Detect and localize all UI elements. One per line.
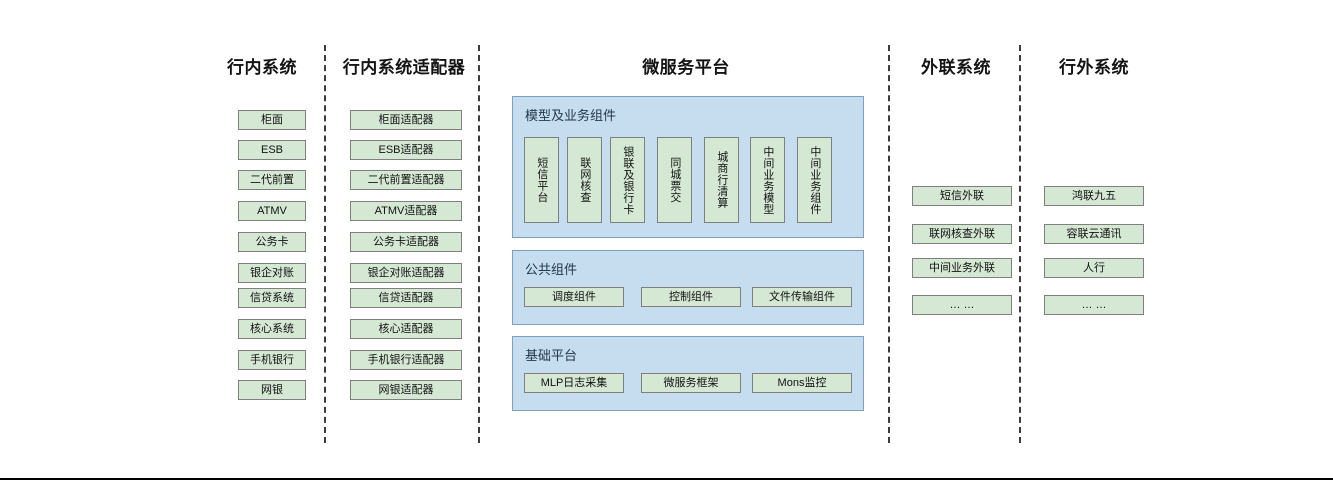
node-model-component[interactable]: 同城票交: [657, 137, 692, 223]
node-internal-adapter[interactable]: 手机银行适配器: [350, 350, 462, 370]
node-internal-system[interactable]: 二代前置: [238, 170, 306, 190]
column-divider-3: [888, 45, 890, 443]
node-model-component[interactable]: 城商行清算: [704, 137, 739, 223]
node-internal-adapter[interactable]: 网银适配器: [350, 380, 462, 400]
column-title-outside-bank: 行外系统: [1059, 58, 1129, 77]
node-public-component[interactable]: 调度组件: [524, 287, 624, 307]
node-external-liaison[interactable]: … …: [912, 295, 1012, 315]
node-internal-adapter[interactable]: 二代前置适配器: [350, 170, 462, 190]
node-model-component[interactable]: 中间业务模型: [750, 137, 785, 223]
node-outside-bank[interactable]: 鸿联九五: [1044, 186, 1144, 206]
page-bottom-rule: [0, 478, 1333, 480]
node-base-platform-component[interactable]: Mons监控: [752, 373, 852, 393]
node-model-component[interactable]: 中间业务组件: [797, 137, 832, 223]
node-model-component[interactable]: 银联及银行卡: [610, 137, 645, 223]
band-label-model-business-components: 模型及业务组件: [525, 108, 617, 123]
column-title-microservice-platform: 微服务平台: [642, 58, 730, 77]
node-outside-bank[interactable]: … …: [1044, 295, 1144, 315]
node-internal-system[interactable]: ATMV: [238, 201, 306, 221]
column-divider-1: [324, 45, 326, 443]
band-label-base-platform: 基础平台: [525, 348, 578, 363]
node-external-liaison[interactable]: 短信外联: [912, 186, 1012, 206]
column-title-internal-adapters: 行内系统适配器: [342, 58, 466, 77]
node-internal-adapter[interactable]: 银企对账适配器: [350, 263, 462, 283]
node-outside-bank[interactable]: 人行: [1044, 258, 1144, 278]
node-internal-system[interactable]: 网银: [238, 380, 306, 400]
column-title-internal-systems: 行内系统: [227, 58, 297, 77]
band-label-public-components: 公共组件: [525, 262, 578, 277]
node-external-liaison[interactable]: 联网核查外联: [912, 224, 1012, 244]
node-model-component[interactable]: 联网核查: [567, 137, 602, 223]
node-internal-system[interactable]: 核心系统: [238, 319, 306, 339]
node-internal-system[interactable]: ESB: [238, 140, 306, 160]
node-internal-adapter[interactable]: ATMV适配器: [350, 201, 462, 221]
column-title-external-liaison: 外联系统: [921, 58, 991, 77]
node-internal-system[interactable]: 手机银行: [238, 350, 306, 370]
node-outside-bank[interactable]: 容联云通讯: [1044, 224, 1144, 244]
node-internal-system[interactable]: 银企对账: [238, 263, 306, 283]
node-public-component[interactable]: 文件传输组件: [752, 287, 852, 307]
node-internal-adapter[interactable]: ESB适配器: [350, 140, 462, 160]
node-internal-adapter[interactable]: 信贷适配器: [350, 288, 462, 308]
column-divider-2: [478, 45, 480, 443]
node-internal-system[interactable]: 信贷系统: [238, 288, 306, 308]
node-public-component[interactable]: 控制组件: [641, 287, 741, 307]
node-base-platform-component[interactable]: 微服务框架: [641, 373, 741, 393]
node-internal-adapter[interactable]: 公务卡适配器: [350, 232, 462, 252]
node-internal-system[interactable]: 柜面: [238, 110, 306, 130]
node-internal-adapter[interactable]: 柜面适配器: [350, 110, 462, 130]
node-internal-system[interactable]: 公务卡: [238, 232, 306, 252]
column-divider-4: [1019, 45, 1021, 443]
node-external-liaison[interactable]: 中间业务外联: [912, 258, 1012, 278]
node-model-component[interactable]: 短信平台: [524, 137, 559, 223]
node-internal-adapter[interactable]: 核心适配器: [350, 319, 462, 339]
node-base-platform-component[interactable]: MLP日志采集: [524, 373, 624, 393]
